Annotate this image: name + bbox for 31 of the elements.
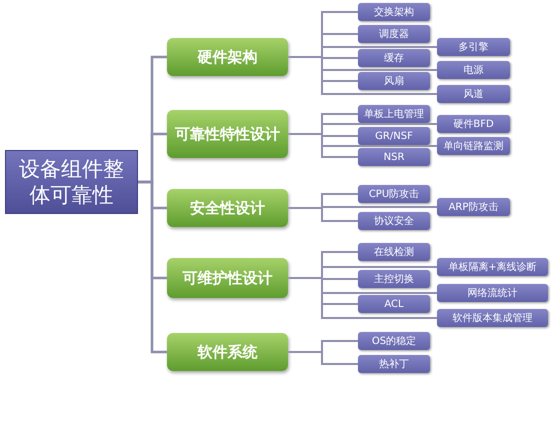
category-box: 硬件架构 xyxy=(167,38,288,76)
item-box: OS的稳定 xyxy=(358,332,430,350)
item-box: 软件版本集成管理 xyxy=(437,309,548,327)
item-box: 缓存 xyxy=(358,49,430,67)
item-box: 电源 xyxy=(437,61,510,79)
connector-line xyxy=(288,207,358,222)
root-box: 设备组件整体可靠性 xyxy=(5,150,138,214)
category-box: 软件系统 xyxy=(167,333,288,371)
item-box: 风扇 xyxy=(358,72,430,90)
item-box: 单向链路监测 xyxy=(437,137,510,155)
connector-line xyxy=(288,56,437,95)
item-box: 多引擎 xyxy=(437,38,510,56)
category-box: 可靠性特性设计 xyxy=(167,110,288,158)
category-box: 可维护性设计 xyxy=(167,258,288,298)
item-box: 热补丁 xyxy=(358,355,430,373)
item-box: ARP防攻击 xyxy=(437,198,510,216)
item-box: 网络流统计 xyxy=(437,284,548,302)
item-box: 在线检测 xyxy=(358,243,430,261)
item-box: 风道 xyxy=(437,85,510,103)
item-box: 单板隔离+离线诊断 xyxy=(437,258,548,276)
item-box: 主控切换 xyxy=(358,270,430,288)
item-box: CPU防攻击 xyxy=(358,185,430,203)
item-box: 交换架构 xyxy=(358,3,430,21)
item-box: 协议安全 xyxy=(358,212,430,230)
category-box: 安全性设计 xyxy=(167,189,288,227)
item-box: 单板上电管理 xyxy=(358,105,430,123)
item-box: NSR xyxy=(358,148,430,166)
item-box: 调度器 xyxy=(358,25,430,43)
item-box: GR/NSF xyxy=(358,127,430,145)
item-box: 硬件BFD xyxy=(437,115,510,133)
item-box: ACL xyxy=(358,295,430,313)
